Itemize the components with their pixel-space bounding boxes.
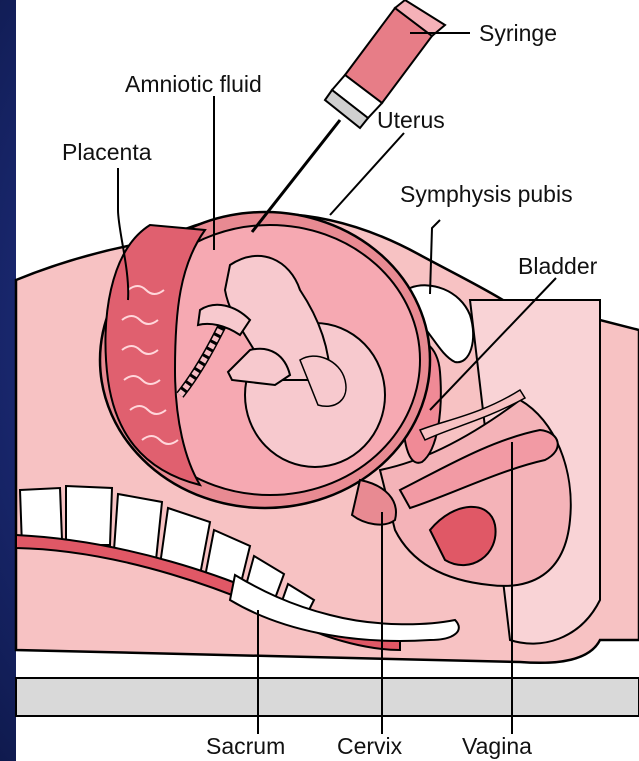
label-placenta: Placenta: [62, 139, 152, 165]
label-vagina: Vagina: [462, 733, 532, 759]
table-surface: [16, 678, 639, 716]
label-symphysis-pubis: Symphysis pubis: [400, 181, 573, 207]
label-uterus: Uterus: [377, 107, 445, 133]
uterus-leader: [330, 133, 404, 215]
label-bladder: Bladder: [518, 253, 598, 279]
label-cervix: Cervix: [337, 733, 403, 759]
label-syringe: Syringe: [479, 20, 557, 46]
label-amniotic-fluid: Amniotic fluid: [125, 71, 262, 97]
label-sacrum: Sacrum: [206, 733, 285, 759]
